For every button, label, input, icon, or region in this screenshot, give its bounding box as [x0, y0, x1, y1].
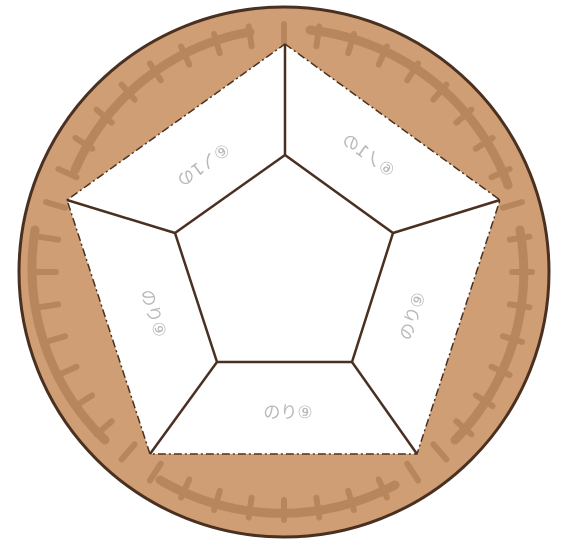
- rim-tick: [316, 498, 319, 518]
- panel-label-bottom: のり⑨: [263, 403, 312, 423]
- rim-tick: [249, 498, 252, 518]
- rim-tick: [249, 27, 252, 47]
- rim-tick: [39, 304, 59, 307]
- rim-tick: [510, 304, 530, 307]
- rim-tick: [510, 237, 530, 240]
- rim-tick: [39, 237, 59, 240]
- rim-tick: [316, 27, 319, 47]
